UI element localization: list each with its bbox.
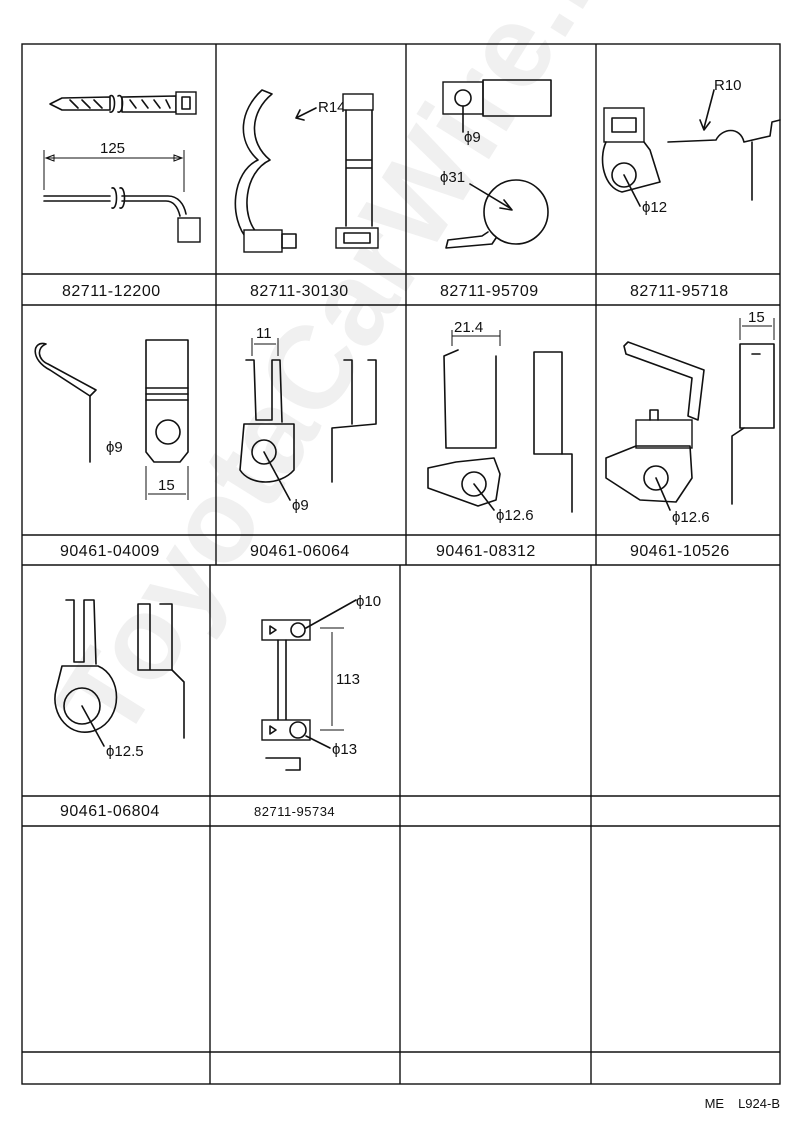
dimension-label: ϕ12.5 <box>106 743 144 760</box>
part-illustration-clip-r10: R10 ϕ12 <box>601 77 781 216</box>
part-number-cell: 82711-95718 <box>630 283 729 300</box>
part-illustration-cable-tie: 125 <box>43 91 201 243</box>
part-number-cell: 90461-04009 <box>60 543 160 560</box>
dimension-label: R14 <box>318 99 346 116</box>
part-number-cell: 82711-12200 <box>62 283 161 300</box>
dimension-label: ϕ10 <box>356 593 381 610</box>
part-number-cell: 82711-95709 <box>440 283 539 300</box>
part-illustration-bracket-terminal: ϕ12.6 15 <box>605 309 775 526</box>
dimension-label: ϕ12.6 <box>672 509 710 526</box>
dimension-label: ϕ13 <box>332 741 357 758</box>
part-illustration-double-ring-clamp: ϕ10 113 ϕ13 <box>261 593 381 771</box>
part-illustration-fork-terminal-9: 11 ϕ9 <box>239 325 377 514</box>
document-code-prefix: ME <box>704 1096 725 1111</box>
part-number-cell: 90461-06804 <box>60 803 160 820</box>
dimension-label: ϕ12 <box>642 199 667 216</box>
dimension-label: 113 <box>336 671 360 688</box>
dimension-label: ϕ12.6 <box>496 507 534 524</box>
part-illustration-clip-terminal: ϕ9 15 <box>34 339 189 500</box>
dimension-label: 15 <box>158 477 175 494</box>
dimension-label: 11 <box>256 325 272 342</box>
part-number-cell: 82711-95734 <box>254 804 335 819</box>
dimension-label: ϕ31 <box>440 169 465 186</box>
dimension-label: ϕ9 <box>464 129 481 146</box>
part-number-cell: 90461-08312 <box>436 543 536 560</box>
dimension-label: 15 <box>748 309 765 326</box>
part-number-cell: 90461-06064 <box>250 543 350 560</box>
dimension-label: ϕ9 <box>292 497 309 514</box>
dimension-label: R10 <box>714 77 742 94</box>
document-code: ME L924-B <box>691 1096 780 1111</box>
part-number-cell: 82711-30130 <box>250 283 349 300</box>
dimension-label: ϕ9 <box>106 439 123 456</box>
dimension-label: 21.4 <box>454 319 483 336</box>
document-code-number: L924-B <box>738 1096 780 1111</box>
part-illustration-ring-fork-terminal: ϕ12.5 <box>54 599 185 760</box>
part-number-cell: 90461-10526 <box>630 543 730 560</box>
part-illustration-double-clamp: R14 <box>234 89 379 253</box>
part-illustration-hook-terminal: 21.4 ϕ12.6 <box>427 319 573 524</box>
table-grid <box>21 43 781 1085</box>
part-illustration-ring-clamp: ϕ9 ϕ31 <box>440 79 552 249</box>
dimension-label: 125 <box>100 140 125 157</box>
